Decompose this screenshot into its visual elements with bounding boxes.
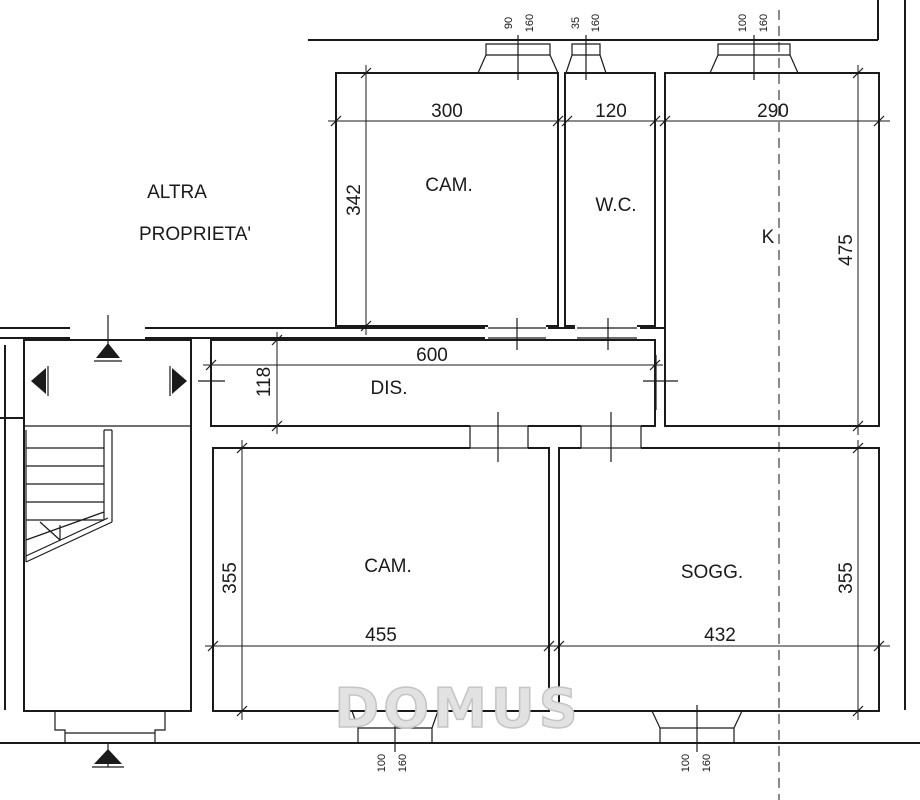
room-kitchen [664,72,880,427]
win-k-w: 100 [737,14,749,32]
dimension-numbers: 300 120 290 342 475 600 118 455 355 432 … [220,101,857,646]
walls [0,0,920,744]
dim-sogg-width: 432 [704,625,736,646]
label-sogg: SOGG. [681,562,743,583]
dim-dis-height: 118 [254,367,275,397]
window-wc [565,35,607,80]
dim-cam-bottom-width: 455 [365,625,397,646]
dim-cam-top-height: 342 [344,184,365,216]
room-dis [210,339,656,427]
win-cam-bottom-w: 100 [376,754,388,772]
win-wc-w: 35 [570,17,582,29]
dim-cam-top-width: 300 [431,101,463,122]
dim-cam-bottom-height: 355 [220,562,241,594]
window-numbers: 90 160 35 160 100 160 100 160 100 160 [376,14,770,772]
dimension-lines [203,65,890,720]
entrance-arrows [31,343,187,768]
label-cam-bottom: CAM. [364,556,412,577]
watermark: DOMUS [334,677,581,740]
dim-k-width: 290 [757,101,789,122]
window-sogg [651,705,743,752]
door-openings [70,315,678,462]
arrow-up-icon [96,343,120,358]
win-k-h: 160 [758,14,770,32]
room-sogg [558,447,880,712]
dim-k-height: 475 [836,234,857,266]
label-dis: DIS. [371,378,408,399]
label-wc: W.C. [595,195,636,216]
window-cam-bottom [351,705,439,752]
label-altra-proprieta-1: ALTRA [147,182,207,203]
label-altra-proprieta-2: PROPRIETA' [139,224,251,245]
label-kitchen: K [762,227,775,248]
win-sogg-w: 100 [680,754,692,772]
win-wc-h: 160 [590,14,602,32]
stairwell [23,339,192,743]
window-cam-top [477,35,559,80]
room-cam-top [335,72,559,327]
win-cam-bottom-h: 160 [397,754,409,772]
arrow-left-icon [31,368,46,394]
room-cam-bottom [212,447,550,712]
dim-wc-width: 120 [595,101,627,122]
arrow-right-icon [172,368,187,394]
win-cam-top-w: 90 [503,17,515,29]
dim-dis-width: 600 [416,345,448,366]
window-kitchen [709,35,799,80]
label-cam-top: CAM. [425,175,473,196]
win-cam-top-h: 160 [524,14,536,32]
win-sogg-h: 160 [701,754,713,772]
room-labels: ALTRA PROPRIETA' CAM. W.C. K DIS. CAM. S… [139,175,775,583]
dim-sogg-height: 355 [836,562,857,594]
